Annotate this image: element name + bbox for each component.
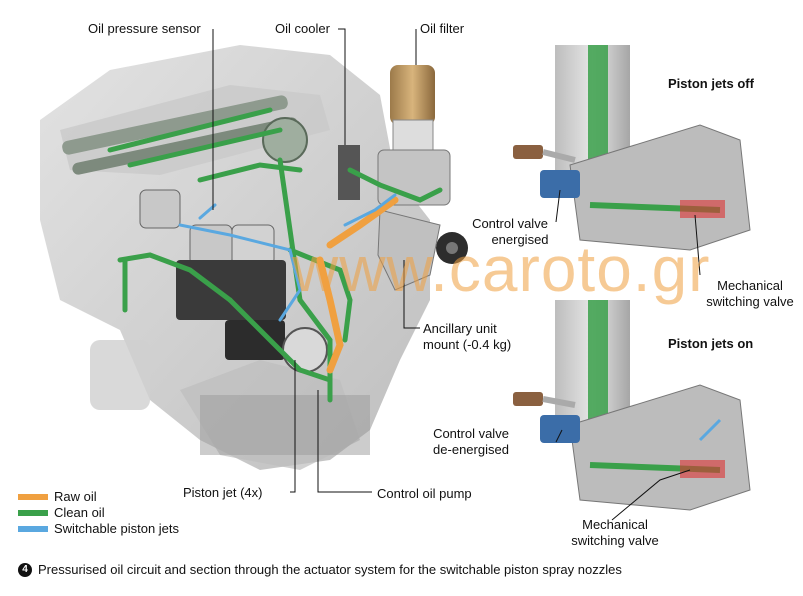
label-ancillary-unit-mount-1: Ancillary unit	[423, 321, 497, 336]
legend-swatch	[18, 525, 48, 532]
leader-lines	[212, 28, 701, 521]
label-ancillary-unit-mount-2: mount (-0.4 kg)	[423, 337, 512, 352]
section-jets-on	[513, 300, 751, 511]
label-mechanical-switching-valve-top-2: switching valve	[706, 294, 794, 309]
camshaft	[62, 95, 308, 175]
label-mechanical-switching-valve-bottom-2: switching valve	[571, 533, 659, 548]
legend: Raw oil Clean oil Switchable piston jets	[18, 489, 179, 537]
pistons	[139, 189, 328, 373]
oil-filter-part	[377, 65, 468, 291]
section-jets-off	[513, 45, 751, 251]
label-mechanical-switching-valve-bottom-1: Mechanical	[582, 517, 648, 532]
legend-item-switchable-piston-jets: Switchable piston jets	[18, 521, 179, 536]
legend-label: Switchable piston jets	[54, 521, 180, 536]
label-oil-pressure-sensor: Oil pressure sensor	[88, 21, 201, 36]
label-control-valve-deenergised-1: Control valve	[433, 426, 509, 441]
caption-text: Pressurised oil circuit and section thro…	[38, 562, 622, 577]
watermark: www.caroto.gr	[292, 233, 711, 305]
figure-number-badge: 4	[18, 562, 32, 577]
label-piston-jet: Piston jet (4x)	[183, 485, 263, 500]
legend-item-raw-oil: Raw oil	[18, 489, 179, 504]
legend-label: Raw oil	[54, 489, 97, 504]
oil-cooler-part	[338, 145, 360, 200]
legend-item-clean-oil: Clean oil	[18, 505, 179, 520]
label-oil-filter: Oil filter	[420, 21, 465, 36]
legend-swatch	[18, 509, 48, 516]
label-piston-jets-off: Piston jets off	[668, 76, 754, 91]
label-control-oil-pump: Control oil pump	[377, 486, 472, 501]
label-control-valve-energised-2: energised	[491, 232, 549, 247]
legend-swatch	[18, 493, 48, 500]
clean-oil-lines	[107, 107, 443, 403]
label-control-valve-deenergised-2: de-energised	[433, 442, 509, 457]
label-piston-jets-on: Piston jets on	[668, 336, 754, 351]
label-control-valve-energised-1: Control valve	[472, 216, 548, 231]
figure-caption: 4 Pressurised oil circuit and section th…	[18, 562, 622, 577]
raw-oil-lines	[316, 196, 399, 374]
label-oil-cooler: Oil cooler	[275, 21, 330, 36]
legend-label: Clean oil	[54, 505, 105, 520]
label-mechanical-switching-valve-top-1: Mechanical	[717, 278, 783, 293]
